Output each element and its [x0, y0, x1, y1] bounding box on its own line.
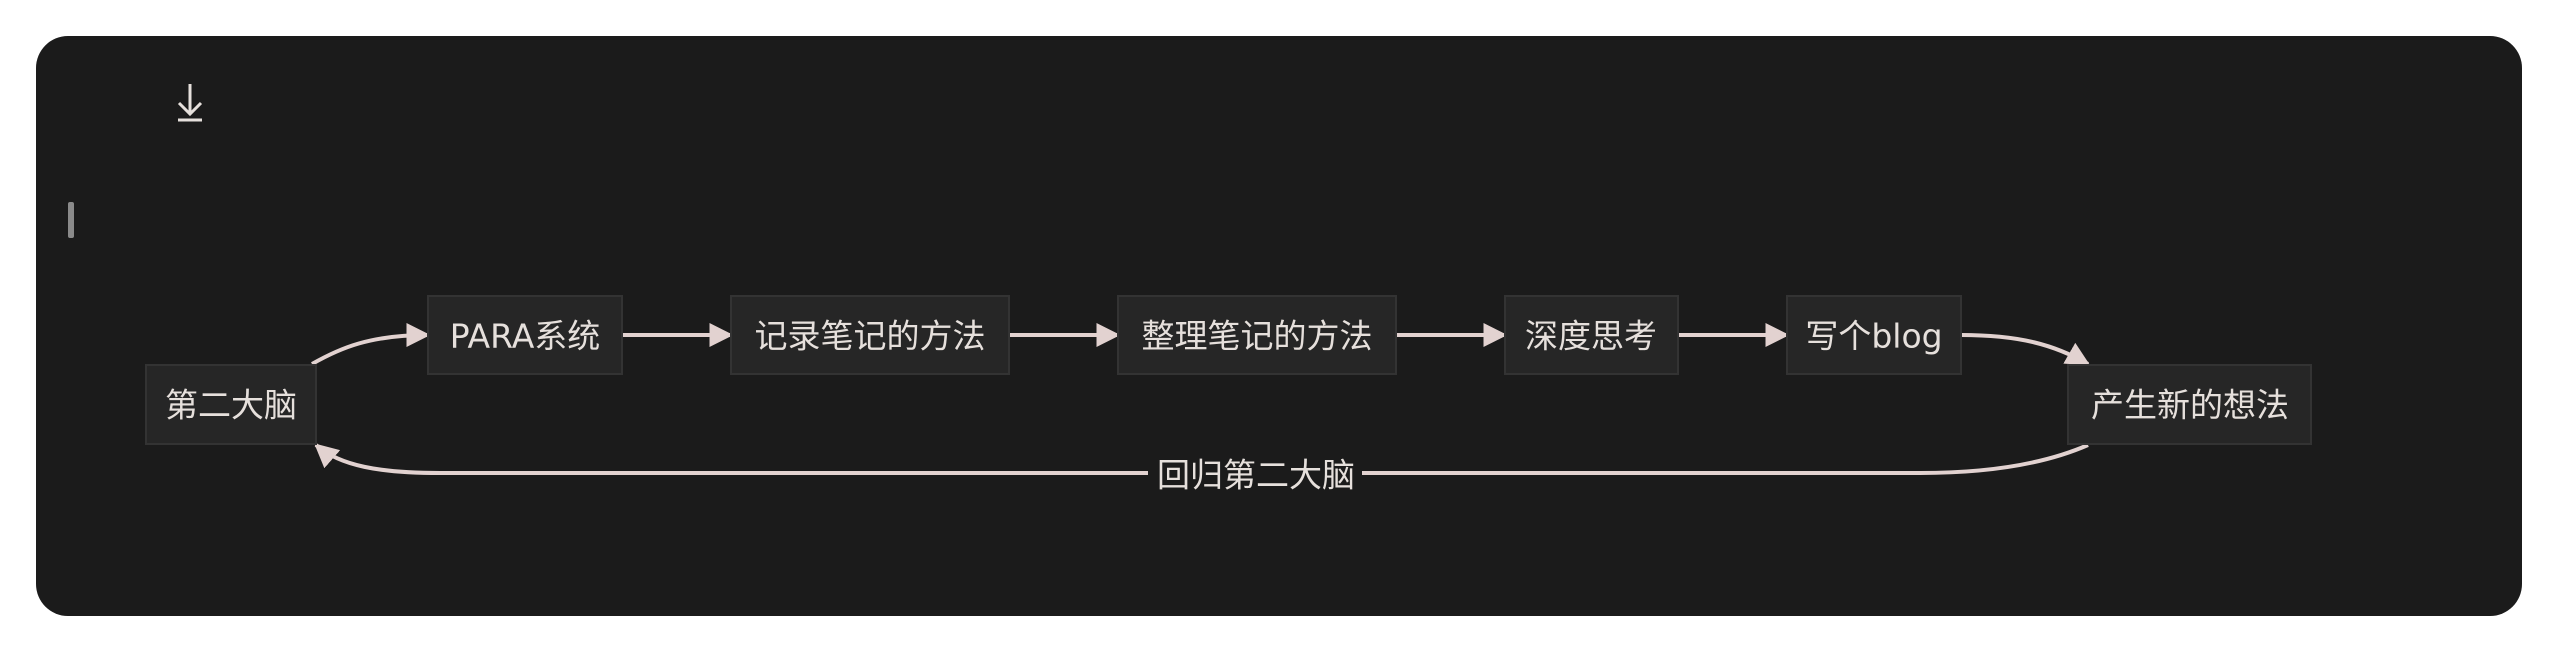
download-button[interactable] [166, 80, 214, 140]
node-blog[interactable]: 写个blog [1786, 295, 1962, 375]
edge-label-background [1148, 455, 1362, 493]
edge-second-brain-to-para [311, 323, 431, 366]
node-second-brain-label: 第二大脑 [165, 386, 297, 425]
node-blog-label: 写个blog [1805, 317, 1942, 356]
node-organize[interactable]: 整理笔记的方法 [1117, 295, 1397, 375]
node-deep-think[interactable]: 深度思考 [1504, 295, 1679, 375]
node-record[interactable]: 记录笔记的方法 [730, 295, 1010, 375]
node-para[interactable]: PARA系统 [427, 295, 623, 375]
node-organize-label: 整理笔记的方法 [1142, 317, 1373, 356]
edge-new-ideas-to-second-brain [314, 443, 2089, 475]
edge-blog-to-new-ideas [1960, 333, 2091, 366]
edge-label-return-to-second-brain: 回归第二大脑 [1157, 456, 1355, 495]
node-deep-think-label: 深度思考 [1525, 317, 1657, 356]
node-new-ideas[interactable]: 产生新的想法 [2067, 364, 2312, 445]
node-new-ideas-label: 产生新的想法 [2091, 386, 2289, 425]
node-second-brain[interactable]: 第二大脑 [145, 364, 317, 445]
text-cursor [68, 202, 74, 238]
node-para-label: PARA系统 [450, 317, 601, 356]
download-icon [177, 84, 203, 122]
node-record-label: 记录笔记的方法 [755, 317, 986, 356]
